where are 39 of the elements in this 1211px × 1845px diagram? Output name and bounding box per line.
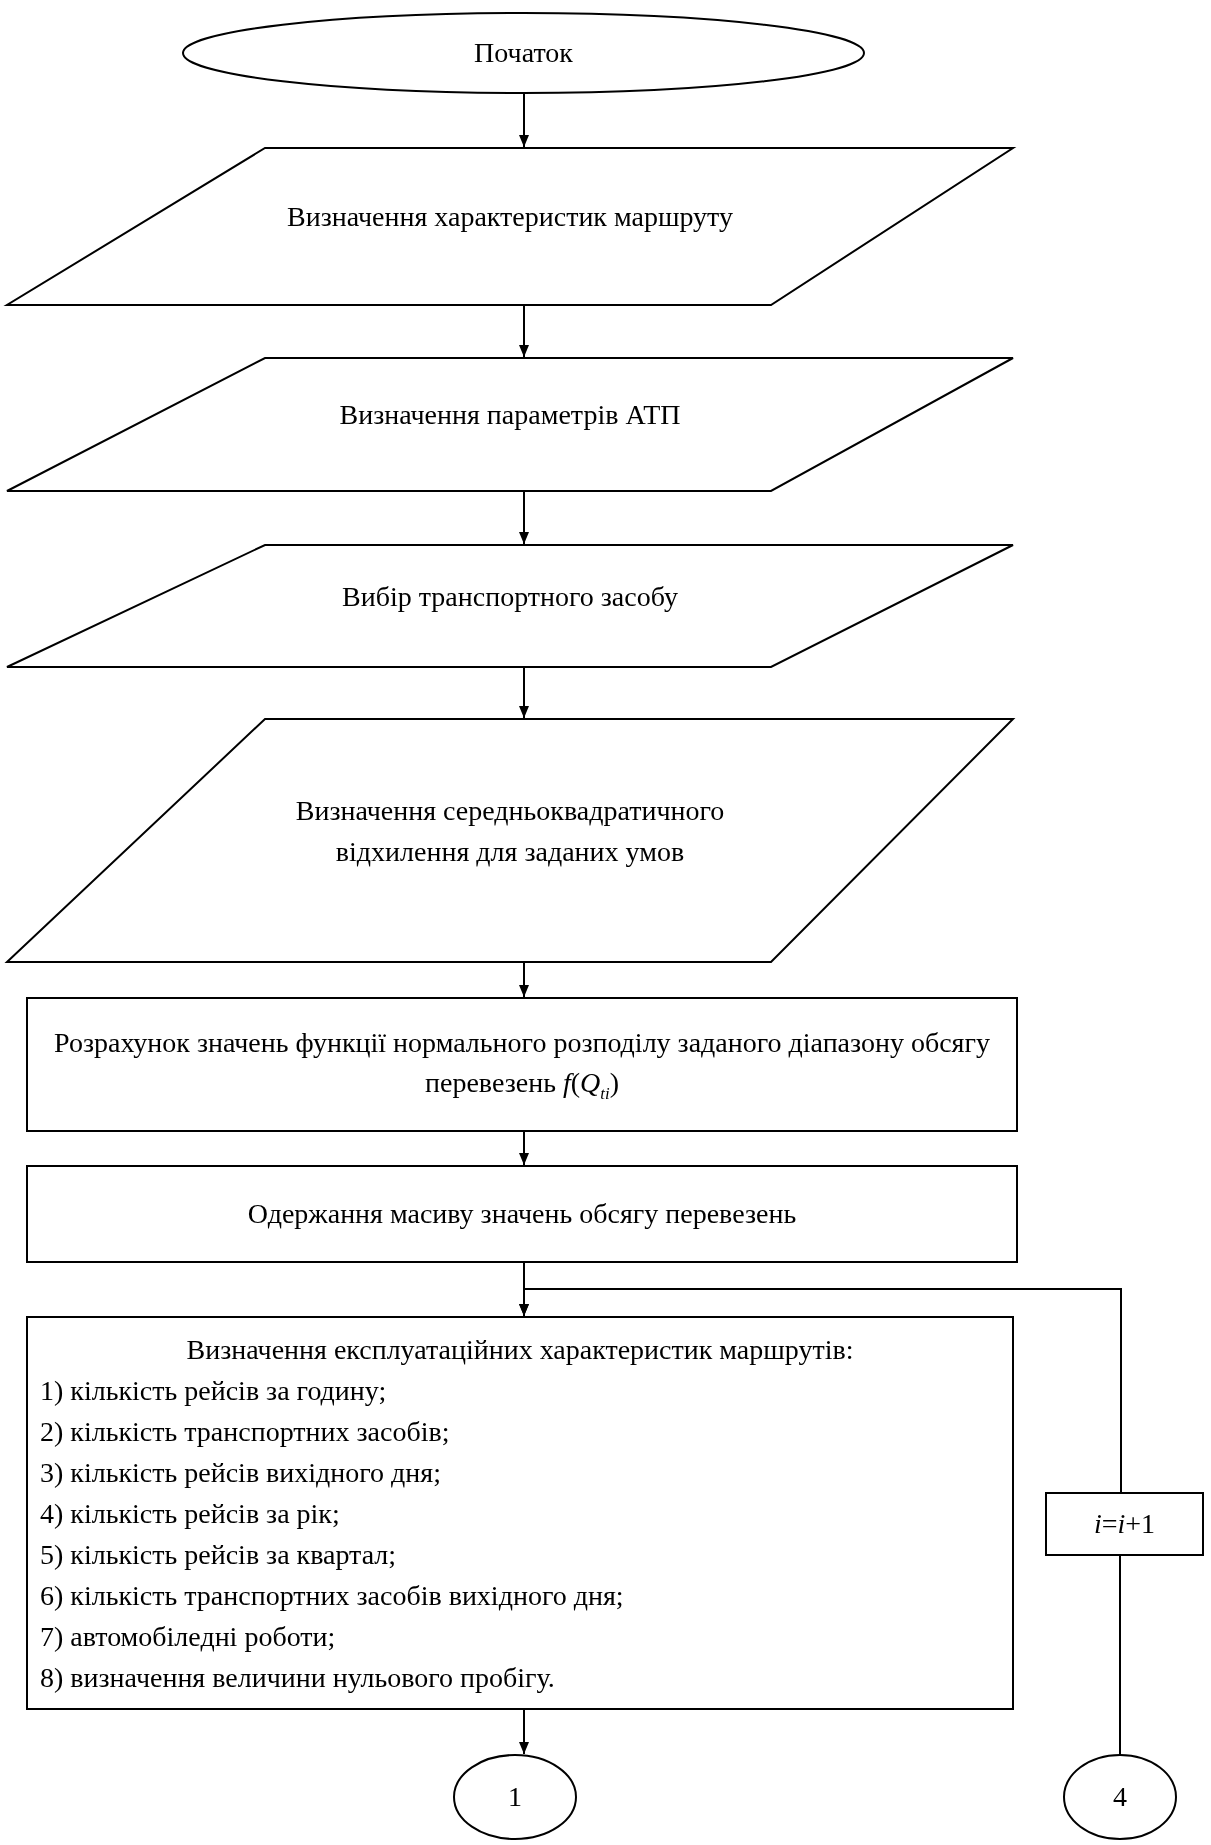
arrow (519, 305, 529, 358)
list-item: 2) кількість транспортних засобів; (40, 1414, 451, 1449)
arrow (519, 93, 529, 148)
input-parallelogram (6, 147, 1014, 306)
input-parallelogram (6, 544, 1014, 668)
arrow (519, 1288, 1122, 1493)
list-item: 7) автомобіледні роботи; (40, 1619, 337, 1654)
node-text: Розрахунок значень функції нормального розподілу заданого діапазону обсягу перевезень f(Q$_{ti}$) (53, 1025, 991, 1105)
arrow (519, 491, 529, 545)
list-item: 3) кількість рейсів вихідного дня; (40, 1455, 442, 1490)
arrow (519, 667, 529, 719)
node-text: Визначення середньоквадратичного відхилення для заданих умов (294, 793, 726, 869)
node-text: Визначення характеристик маршруту (287, 200, 733, 235)
connector-circle (453, 1754, 577, 1840)
connector-circle (1063, 1754, 1177, 1840)
arrow (519, 1131, 529, 1166)
node-text: 4 (1113, 1779, 1127, 1814)
list-item: 8) визначення величини нульового пробігу. (40, 1660, 556, 1695)
arrow (519, 1709, 529, 1755)
process-box (26, 1165, 1018, 1263)
node-text: i=i+1 (1093, 1506, 1156, 1541)
arrow (519, 962, 529, 998)
list-item: 6) кількість транспортних засобів вихідного дня; (40, 1578, 625, 1613)
process-box (26, 1316, 1014, 1710)
connector-line (1119, 1555, 1121, 1755)
node-text: Визначення експлуатаційних характеристик маршрутів: (185, 1332, 855, 1367)
node-text: Одержання масиву значень обсягу перевезень (247, 1196, 797, 1231)
process-box (1045, 1492, 1204, 1556)
list-item: 5) кількість рейсів за квартал; (40, 1537, 398, 1572)
input-parallelogram (6, 718, 1014, 963)
node-text: 1 (508, 1779, 522, 1814)
list-item: 1) кількість рейсів за годину; (40, 1373, 388, 1408)
process-box (26, 997, 1018, 1132)
node-text: Початок (474, 35, 573, 70)
node-text: Вибір транспортного засобу (342, 579, 678, 614)
node-text: Визначення параметрів АТП (339, 398, 681, 433)
list-item: 4) кількість рейсів за рік; (40, 1496, 341, 1531)
input-parallelogram (6, 357, 1014, 492)
start-terminal (182, 12, 865, 94)
